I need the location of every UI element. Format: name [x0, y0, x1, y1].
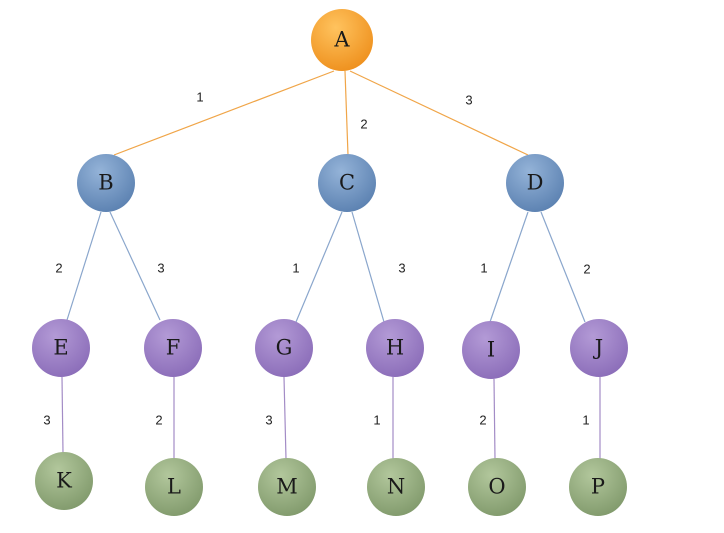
node-f: F: [144, 319, 202, 377]
edge-label-d-j: 2: [583, 261, 590, 276]
node-label-n: N: [387, 475, 405, 499]
node-c: C: [318, 154, 376, 212]
node-label-e: E: [53, 336, 68, 360]
node-label-o: O: [488, 475, 505, 499]
node-o: O: [468, 458, 526, 516]
node-label-a: A: [333, 28, 350, 52]
node-k: K: [35, 452, 93, 510]
edge-d-i: [489, 211, 529, 323]
node-h: H: [366, 319, 424, 377]
edge-i-o: [493, 378, 496, 460]
node-circle-d: [506, 154, 564, 212]
node-label-c: C: [339, 171, 355, 195]
node-circle-f: [144, 319, 202, 377]
nodes-layer: A B C D E F G H I J K L M N O P: [32, 9, 628, 516]
edge-label-f-l: 2: [155, 412, 162, 427]
edge-label-j-p: 1: [582, 412, 589, 427]
node-label-p: P: [591, 475, 605, 499]
node-label-g: G: [276, 336, 293, 360]
node-circle-k: [35, 452, 93, 510]
edge-label-h-n: 1: [373, 412, 380, 427]
edge-a-d: [349, 70, 529, 156]
node-circle-n: [367, 458, 425, 516]
edge-label-a-d: 3: [465, 92, 472, 107]
node-label-j: J: [593, 336, 603, 360]
node-circle-h: [366, 319, 424, 377]
edge-c-g: [295, 211, 343, 323]
edge-a-c: [344, 70, 349, 156]
node-m: M: [258, 458, 316, 516]
node-d: D: [506, 154, 564, 212]
edge-label-g-m: 3: [265, 412, 272, 427]
node-i: I: [462, 321, 520, 379]
edge-a-b: [113, 70, 335, 156]
edge-label-b-e: 2: [55, 260, 62, 275]
node-circle-j: [570, 319, 628, 377]
edge-label-e-k: 3: [43, 412, 50, 427]
node-circle-m: [258, 458, 316, 516]
node-circle-l: [145, 458, 203, 516]
node-label-f: F: [166, 336, 181, 360]
node-l: L: [145, 458, 203, 516]
node-p: P: [569, 458, 627, 516]
edge-c-h: [351, 211, 385, 323]
edge-label-a-b: 1: [196, 89, 203, 104]
edge-d-j: [540, 211, 586, 323]
node-circle-g: [255, 319, 313, 377]
node-n: N: [367, 458, 425, 516]
node-label-b: B: [98, 171, 113, 195]
node-a: A: [311, 9, 373, 71]
node-circle-o: [468, 458, 526, 516]
node-label-l: L: [167, 475, 181, 499]
edge-e-k: [61, 376, 64, 454]
node-label-d: D: [527, 171, 544, 195]
node-j: J: [570, 319, 628, 377]
edge-b-f: [109, 211, 161, 321]
edges-layer: [61, 70, 601, 460]
edge-label-b-f: 3: [157, 260, 164, 275]
node-g: G: [255, 319, 313, 377]
node-circle-i: [462, 321, 520, 379]
edge-label-c-g: 1: [292, 260, 299, 275]
node-e: E: [32, 319, 90, 377]
node-circle-b: [77, 154, 135, 212]
node-label-k: K: [56, 469, 72, 493]
edge-b-e: [66, 211, 102, 321]
edge-g-m: [283, 376, 287, 460]
node-label-i: I: [487, 338, 495, 362]
edge-labels-layer: 1 2 3 2 3 1 3 1 2 3 2 3 1 2 1: [43, 89, 590, 427]
node-label-m: M: [276, 475, 298, 499]
node-circle-c: [318, 154, 376, 212]
edge-label-a-c: 2: [360, 116, 367, 131]
node-circle-e: [32, 319, 90, 377]
edge-label-c-h: 3: [398, 260, 405, 275]
edge-label-i-o: 2: [479, 412, 486, 427]
node-circle-a: [311, 9, 373, 71]
edge-label-d-i: 1: [480, 260, 487, 275]
node-label-h: H: [386, 336, 404, 360]
node-circle-p: [569, 458, 627, 516]
node-b: B: [77, 154, 135, 212]
